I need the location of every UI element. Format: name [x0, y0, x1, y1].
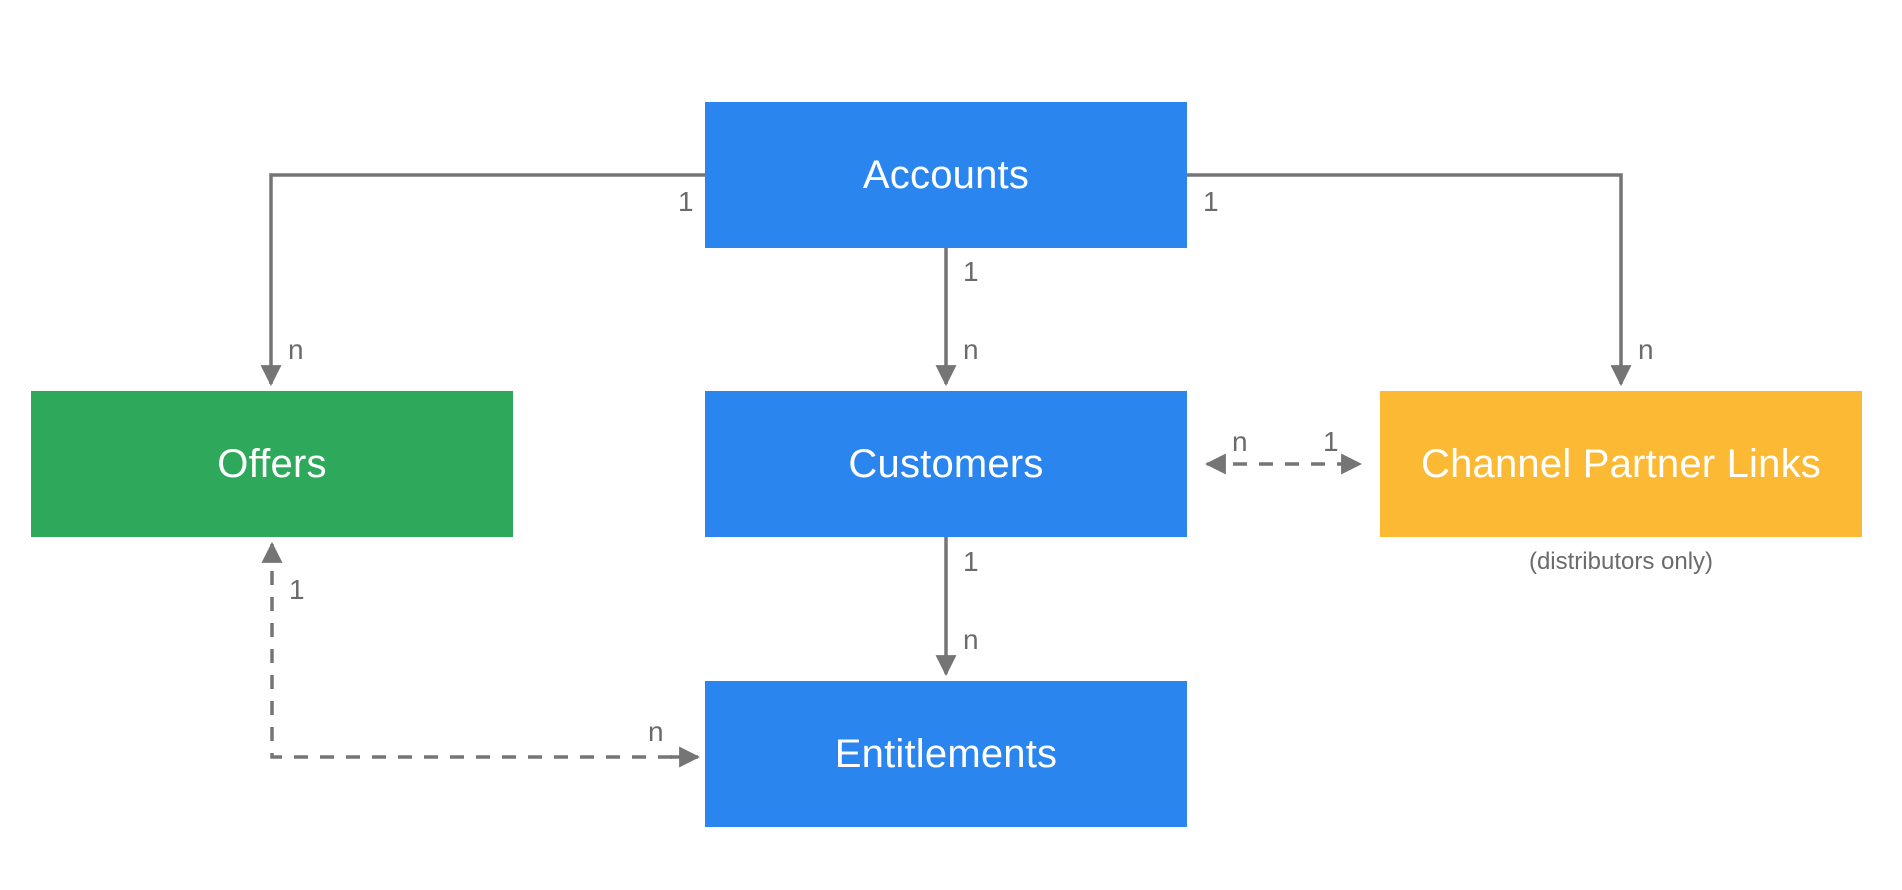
node-channel-partner-links[interactable]: Channel Partner Links — [1380, 391, 1862, 537]
node-entitlements[interactable]: Entitlements — [705, 681, 1187, 827]
label-accounts-offers-n: n — [288, 334, 304, 365]
label-customers-channel-one: 1 — [1323, 426, 1339, 457]
node-accounts-label: Accounts — [862, 153, 1030, 197]
label-accounts-channel-one: 1 — [1203, 186, 1219, 217]
label-accounts-channel-n: n — [1638, 334, 1654, 365]
label-customers-entitlements-one: 1 — [963, 546, 979, 577]
node-customers[interactable]: Customers — [705, 391, 1187, 537]
node-accounts[interactable]: Accounts — [705, 102, 1187, 248]
label-offers-entitlements-one: 1 — [289, 574, 305, 605]
edge-accounts-offers — [260, 173, 705, 387]
node-channel-partner-links-label: Channel Partner Links — [1421, 442, 1821, 486]
label-offers-entitlements-n: n — [648, 716, 664, 747]
node-offers[interactable]: Offers — [31, 391, 513, 537]
node-customers-label: Customers — [848, 442, 1044, 486]
label-accounts-offers-one: 1 — [678, 186, 694, 217]
edge-offers-entitlements — [270, 545, 686, 759]
node-offers-label: Offers — [217, 442, 327, 486]
label-accounts-customers-n: n — [963, 334, 979, 365]
node-entitlements-label: Entitlements — [834, 732, 1058, 776]
label-accounts-customers-one: 1 — [963, 256, 979, 287]
node-channel-partner-links-caption: (distributors only) — [1528, 548, 1714, 575]
label-customers-channel-n: n — [1232, 426, 1248, 457]
label-customers-entitlements-n: n — [963, 624, 979, 655]
edge-accounts-channel — [1187, 173, 1632, 387]
